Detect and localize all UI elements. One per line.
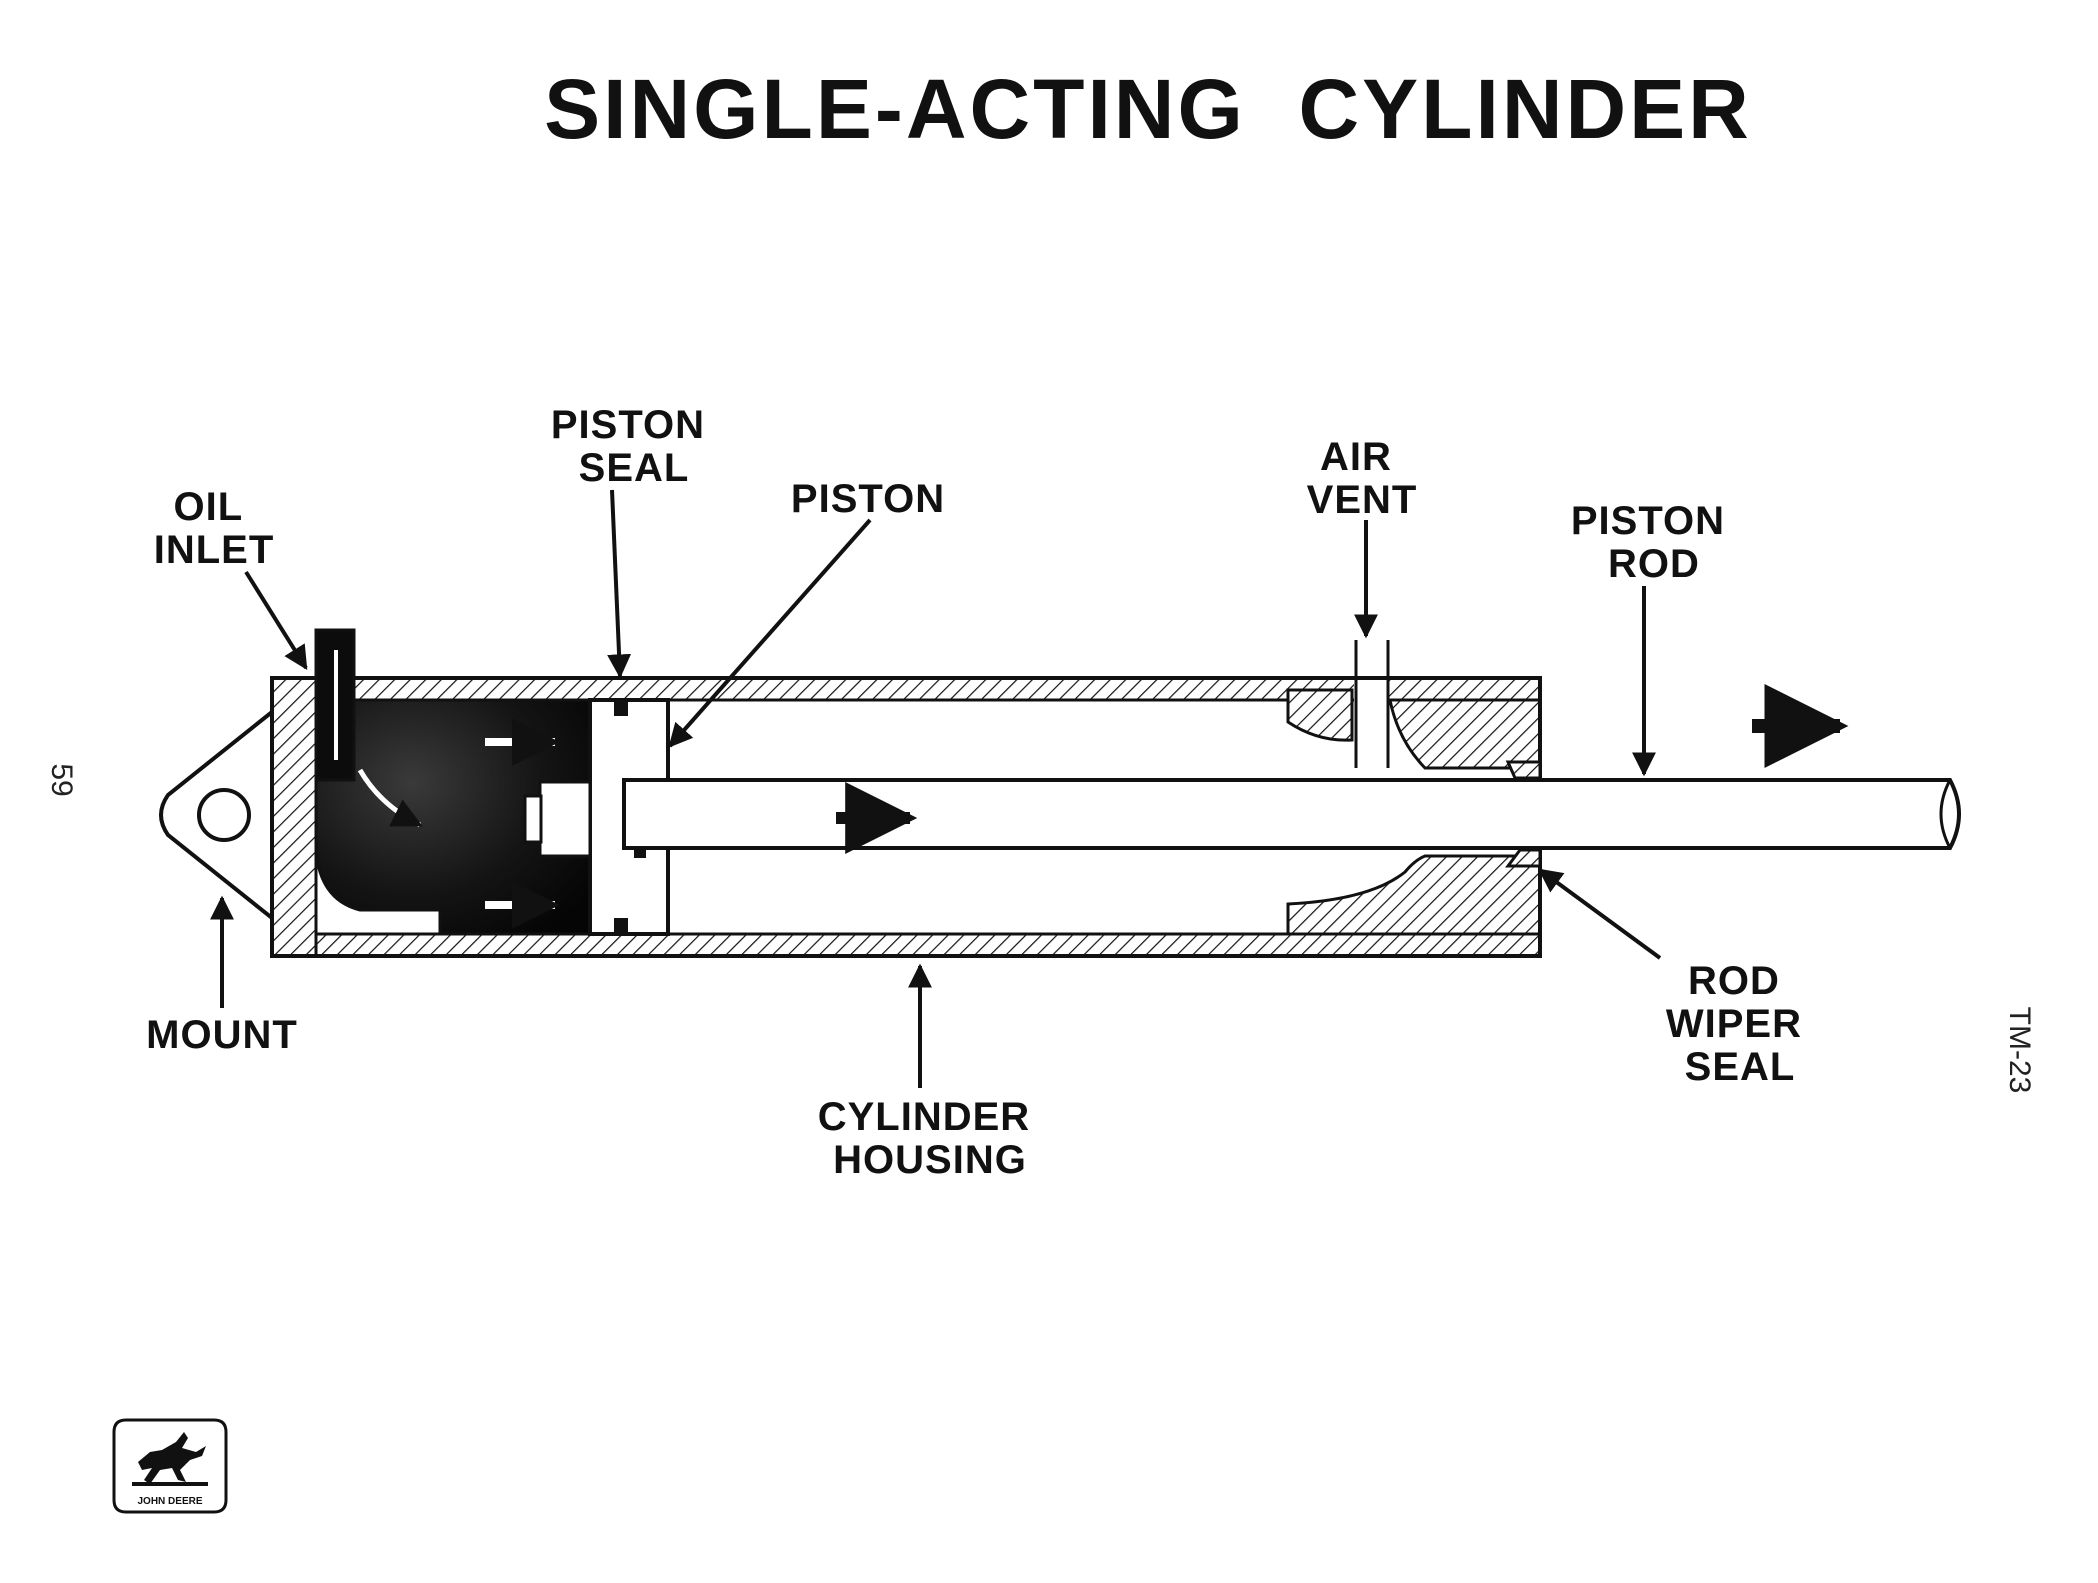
piston-seal-top [614, 702, 628, 716]
label-cylinder-housing: CYLINDER HOUSING [818, 1095, 1043, 1182]
label-rod-wiper-seal: ROD WIPER SEAL [1666, 959, 1814, 1089]
page-number: 59 [45, 763, 78, 796]
page-title: SINGLE-ACTING CYLINDER [544, 62, 1752, 156]
piston-nut [538, 780, 592, 858]
label-piston-rod: PISTON ROD [1571, 499, 1737, 586]
john-deere-logo: JOHN DEERE [112, 1418, 228, 1514]
oil-chamber [314, 628, 592, 936]
label-piston-seal: PISTON SEAL [551, 403, 717, 490]
leaping-deer-icon [132, 1432, 208, 1486]
label-piston: PISTON [791, 477, 945, 521]
piston-rod [622, 684, 1961, 868]
cylinder-housing [270, 640, 1542, 958]
piston-seal-bottom [614, 918, 628, 932]
mount-lug [159, 707, 274, 923]
figure-code: TM-23 [2003, 1007, 2036, 1094]
leader-lines [210, 489, 1662, 1088]
rod-wiper-seal [1505, 760, 1542, 780]
logo-text: JOHN DEERE [137, 1496, 202, 1507]
label-mount: MOUNT [146, 1013, 298, 1057]
label-oil-inlet: OIL INLET [154, 485, 275, 572]
label-air-vent: AIR VENT [1307, 435, 1418, 522]
